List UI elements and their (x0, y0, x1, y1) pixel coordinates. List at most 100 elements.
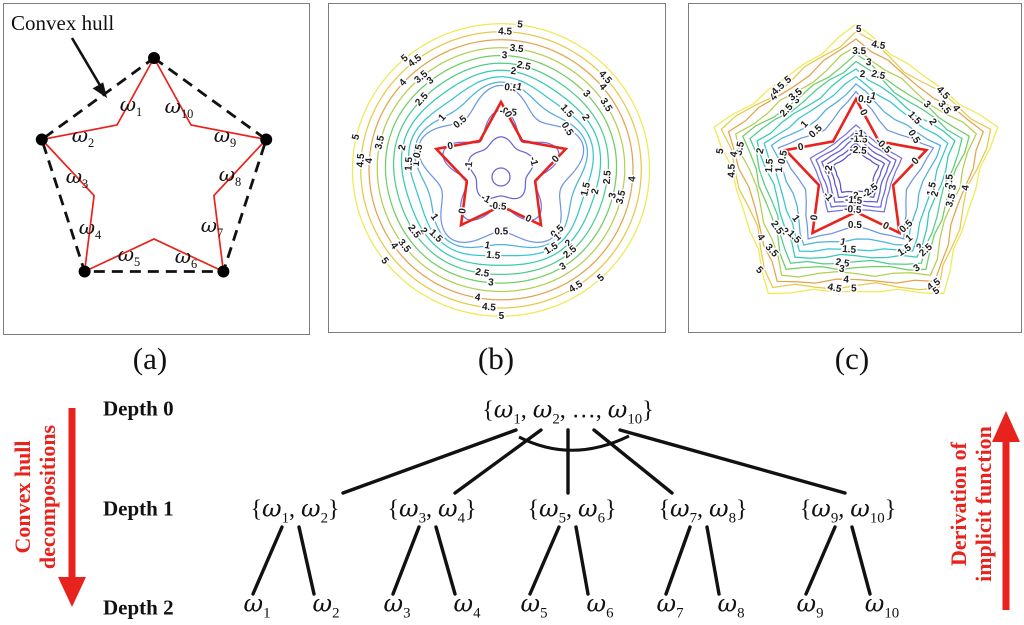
contour-line (770, 83, 942, 246)
edge-label-w10: ω10 (164, 94, 194, 121)
contour-label: 3 (607, 191, 619, 199)
edge-label-w1: ω1 (119, 92, 143, 119)
hull-vertex-dot (35, 133, 48, 146)
tree-edge (528, 525, 561, 596)
contour-label: 4.5 (870, 39, 886, 52)
contour-label: 3 (502, 50, 508, 61)
contour-label: 1 (839, 237, 847, 249)
contour-label: 1 (515, 82, 523, 94)
contour-label: 0.5 (494, 226, 508, 237)
contour-label: 3 (488, 277, 495, 288)
edge-label-w8: ω8 (218, 162, 242, 189)
contour-label: 1 (428, 212, 440, 223)
contour-label: 1.5 (905, 109, 923, 127)
contour-label: 1.5 (925, 181, 939, 197)
zero-level-star (433, 99, 569, 228)
contour-label: 2.5 (944, 173, 956, 188)
tree-edge (804, 525, 837, 596)
contour-label: 1.5 (486, 250, 501, 262)
hull-vertex-dot (260, 133, 273, 146)
tree-leaf-w5: ω5 (520, 589, 548, 622)
hull-vertex-dot (148, 52, 160, 64)
tree-leaf-w8: ω8 (717, 589, 745, 622)
annotation-arrowhead (92, 82, 107, 98)
tree-edge-root (341, 428, 518, 495)
left-rotated-annotation: Convex hull decompositions (10, 425, 60, 569)
contour-label: 4.5 (481, 302, 496, 314)
tree-leaf-w3: ω3 (383, 589, 411, 622)
contour-line (376, 47, 626, 293)
tree-edge (705, 525, 721, 596)
contour-line (392, 62, 610, 276)
contour-line (756, 68, 956, 259)
contour-line (815, 130, 897, 208)
contour-label: -0.5 (489, 200, 508, 212)
down-arrowhead-icon (58, 577, 86, 607)
contour-label: -1.5 (850, 133, 869, 145)
contour-label: -1.5 (845, 195, 864, 207)
contour-line (360, 31, 642, 309)
contour-label: 1 (789, 213, 801, 224)
contour-label: 0 (857, 108, 870, 118)
tree-depth1-node-5: {ω9, ω10} (799, 494, 897, 527)
contour-label: 0 (447, 141, 455, 153)
contour-line (821, 136, 891, 203)
contour-label: 3 (838, 264, 845, 276)
contour-label: 4 (729, 150, 741, 158)
contour-line (727, 38, 985, 284)
tree-edge (434, 525, 457, 596)
contour-label: 4 (388, 240, 400, 251)
contour-label: 0 (809, 214, 821, 221)
contour-line (368, 39, 634, 301)
tree-leaf-w2: ω2 (312, 589, 340, 622)
tree-root-node: {ω1, ω2, …, ω10} (482, 395, 654, 428)
contour-label: -1 (854, 128, 864, 140)
depth-0-label: Depth 0 (103, 396, 174, 421)
tree-edge-arc (518, 434, 630, 452)
contour-label: 5 (499, 311, 505, 322)
contour-label: 1 (799, 118, 811, 130)
contour-label: 4 (474, 292, 482, 304)
convex-hull-annotation: Convex hull (11, 11, 115, 35)
contour-label: 1 (774, 166, 785, 172)
tree-edge (574, 525, 590, 596)
contour-line (763, 75, 949, 253)
tree-edge (850, 525, 872, 596)
contour-label: 0.5 (857, 94, 873, 107)
convex-hull-outline (40, 56, 268, 273)
contour-line (467, 136, 535, 200)
edge-label-w5: ω5 (117, 242, 141, 269)
contour-label: 2 (929, 189, 941, 198)
contour-label: 5 (350, 133, 362, 141)
contour-line (384, 54, 618, 284)
contour-label: 0.5 (559, 120, 576, 138)
tree-edge-root (453, 428, 543, 495)
contour-label: 2.5 (602, 170, 614, 185)
edge-label-w2: ω2 (71, 123, 95, 150)
contour-label: 1 (437, 112, 449, 124)
contour-label: 4 (754, 232, 766, 243)
caption-a: (a) (132, 341, 168, 376)
contour-label: 0.5 (848, 220, 863, 231)
tree-edges-and-arrows (58, 408, 1020, 610)
contour-label: 1 (484, 240, 492, 252)
contour-label: 3 (947, 183, 959, 190)
contour-label: 3 (865, 57, 872, 69)
up-arrowhead-icon (992, 411, 1020, 442)
contour-label: 1.5 (579, 181, 593, 197)
depth-1-label: Depth 1 (103, 496, 174, 521)
contour-label: 4 (364, 157, 375, 164)
annotation-arrow (70, 37, 103, 88)
annotation-line: decompositions (35, 424, 60, 570)
hull-vertex-dot (78, 265, 91, 278)
contour-line-minimum (491, 167, 511, 187)
contour-label: 3.5 (733, 140, 747, 156)
contour-label: -2.5 (860, 181, 881, 201)
annotation-line: Convex hull (10, 440, 35, 554)
contour-label: 2.5 (474, 267, 490, 280)
contour-label: 2 (859, 69, 866, 80)
tree-leaf-w10: ω10 (864, 589, 900, 622)
